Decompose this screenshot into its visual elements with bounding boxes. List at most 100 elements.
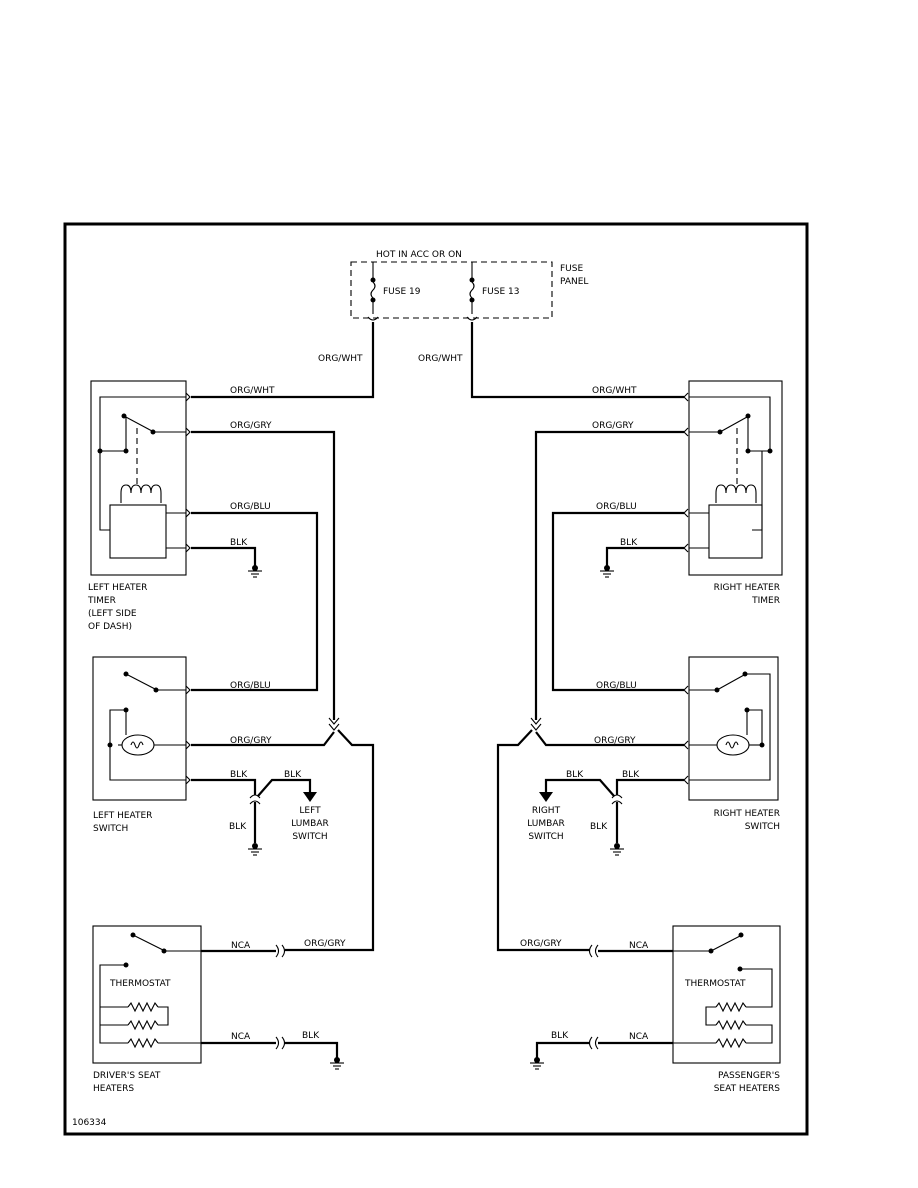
fuse-panel-title: HOT IN ACC OR ON <box>376 250 462 260</box>
connector-icon <box>185 392 191 553</box>
fuse-panel-label: FUSE <box>560 264 583 274</box>
wire-org-gry-right-seat <box>496 729 590 952</box>
wire-label-blk: BLK <box>566 770 584 780</box>
left-heater-switch: LEFT HEATER SWITCH <box>92 656 187 834</box>
right-lumbar-label: LUMBAR <box>527 819 565 829</box>
wire-label-nca: NCA <box>629 1032 649 1042</box>
wire-label-nca: NCA <box>231 1032 251 1042</box>
wire-org-blu-right <box>551 511 684 692</box>
wire-label-org-gry: ORG/GRY <box>594 736 636 746</box>
wire-label-nca: NCA <box>231 941 251 951</box>
ground-icon <box>248 843 262 856</box>
heater-element-icon <box>127 1019 159 1031</box>
wire-blk-left-switch <box>191 778 257 795</box>
wire-label-org-wht: ORG/WHT <box>318 354 363 364</box>
wire-label-org-wht: ORG/WHT <box>230 386 275 396</box>
wire-label-blk: BLK <box>229 822 247 832</box>
arrow-down-icon <box>539 792 553 802</box>
timer-module <box>708 504 763 559</box>
diagram-frame <box>63 222 809 1136</box>
wire-label-org-blu: ORG/BLU <box>596 502 637 512</box>
wire-org-wht-right <box>470 322 684 399</box>
fuse-19-connector <box>367 316 379 321</box>
indicator-lamp-icon <box>121 734 155 756</box>
right-timer-label: RIGHT HEATER <box>714 583 780 593</box>
right-lumbar-label: RIGHT <box>532 806 561 816</box>
heater-element-icon <box>127 1037 159 1049</box>
wire-label-blk: BLK <box>622 770 640 780</box>
wire-label-org-gry: ORG/GRY <box>304 939 346 949</box>
left-switch-label: SWITCH <box>93 824 128 834</box>
splice-connector <box>249 794 261 805</box>
right-heater-switch: RIGHT HEATER SWITCH <box>688 656 780 832</box>
wire-org-gry-left-upper <box>191 430 336 720</box>
wire-label-nca: NCA <box>629 941 649 951</box>
passengers-seat-heaters: THERMOSTAT PASSENGER'S SEAT HEATERS <box>672 925 781 1094</box>
relay-coil-icon <box>120 484 162 503</box>
timer-module <box>109 504 167 559</box>
splice-connector <box>611 794 623 805</box>
left-lumbar-label: SWITCH <box>292 832 327 842</box>
connector-icon <box>683 685 689 785</box>
right-switch-label: SWITCH <box>745 822 780 832</box>
wire-blk-right-timer <box>605 546 684 566</box>
splice-connector <box>530 717 542 731</box>
fuse-19-label: FUSE 19 <box>383 287 421 297</box>
wire-org-gry-right-upper <box>534 430 684 720</box>
wire-org-wht-left <box>191 322 375 399</box>
wire-org-gry-left-switch <box>191 731 335 747</box>
wire-label-blk: BLK <box>620 538 638 548</box>
wire-label-org-gry: ORG/GRY <box>520 939 562 949</box>
wire-label-blk: BLK <box>230 770 248 780</box>
left-timer-label: OF DASH) <box>88 622 132 632</box>
fuse-panel-label: PANEL <box>560 277 588 287</box>
driver-seat-label: HEATERS <box>93 1084 134 1094</box>
right-switch-label: RIGHT HEATER <box>714 809 780 819</box>
ground-icon <box>600 565 614 578</box>
wire-label-blk: BLK <box>284 770 302 780</box>
wire-org-gry-left-seat <box>285 729 375 952</box>
passenger-seat-label: SEAT HEATERS <box>714 1084 781 1094</box>
connector-icon <box>185 685 191 785</box>
wire-label-org-blu: ORG/BLU <box>230 681 271 691</box>
left-switch-label: LEFT HEATER <box>93 811 152 821</box>
ground-icon <box>610 843 624 856</box>
wire-label-org-blu: ORG/BLU <box>230 502 271 512</box>
left-timer-label: LEFT HEATER <box>88 583 147 593</box>
inline-connector <box>588 944 599 958</box>
left-lumbar-label: LEFT <box>299 806 321 816</box>
wire-blk-driver-ground <box>285 1041 339 1058</box>
inline-connector <box>275 1036 286 1050</box>
wire-label-blk: BLK <box>551 1031 569 1041</box>
passenger-seat-label: PASSENGER'S <box>718 1071 780 1081</box>
heater-element-icon <box>127 1001 159 1013</box>
right-heater-timer: RIGHT HEATER TIMER <box>688 380 783 606</box>
wire-blk-left-timer <box>191 546 257 566</box>
wire-blk-passenger-ground <box>535 1041 589 1058</box>
connector-icon <box>683 392 689 553</box>
left-timer-label: (LEFT SIDE <box>88 609 137 619</box>
right-timer-label: TIMER <box>751 596 780 606</box>
thermostat-label: THERMOSTAT <box>109 979 171 989</box>
drivers-seat-heaters: THERMOSTAT DRIVER'S SEAT HEATERS <box>92 925 202 1094</box>
wire-label-blk: BLK <box>230 538 248 548</box>
wire-label-org-wht: ORG/WHT <box>592 386 637 396</box>
wire-org-gry-right-switch <box>535 731 684 747</box>
fuse-panel: HOT IN ACC OR ON FUSE PANEL FUSE 19 FUSE… <box>350 250 588 321</box>
heater-element-icon <box>715 1019 747 1031</box>
wire-label-org-gry: ORG/GRY <box>592 421 634 431</box>
left-lumbar-label: LUMBAR <box>291 819 329 829</box>
thermostat-label: THERMOSTAT <box>684 979 746 989</box>
fuse-13-connector <box>466 316 478 321</box>
left-heater-timer: LEFT HEATER TIMER (LEFT SIDE OF DASH) <box>87 380 187 632</box>
wire-blk-left-lumbar <box>257 778 312 797</box>
relay-coil-icon <box>715 484 757 503</box>
right-lumbar-label: SWITCH <box>528 832 563 842</box>
ground-icon <box>248 565 262 578</box>
splice-connector <box>328 717 340 731</box>
indicator-lamp-icon <box>716 734 750 756</box>
wire-blk-right-lumbar <box>544 778 615 797</box>
heater-element-icon <box>715 1037 747 1049</box>
wire-label-org-blu: ORG/BLU <box>596 681 637 691</box>
wire-blk-right-switch <box>615 778 684 795</box>
